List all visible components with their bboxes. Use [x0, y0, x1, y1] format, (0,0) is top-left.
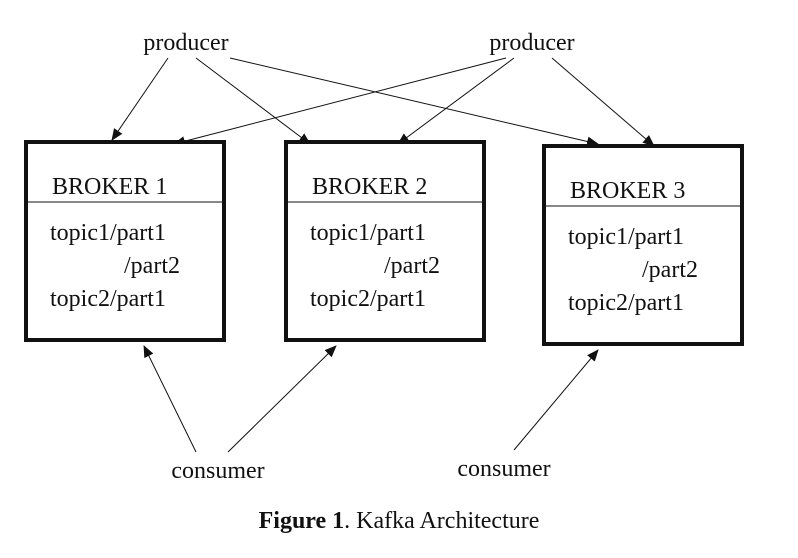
broker-title: BROKER 1	[52, 174, 167, 200]
broker-1-box: BROKER 1 topic1/part1 /part2 topic2/part…	[24, 140, 226, 342]
consumer-label: consumer	[171, 458, 264, 484]
figure-caption: Figure 1. Kafka Architecture	[0, 506, 798, 536]
topic-partition: topic2/part1	[50, 286, 166, 312]
topic-partition: /part2	[642, 257, 698, 283]
topic-partition: topic1/part1	[50, 220, 166, 246]
producer-arrow	[397, 57, 515, 145]
topic-partition: /part2	[384, 253, 440, 279]
broker-3-box: BROKER 3 topic1/part1 /part2 topic2/part…	[542, 144, 744, 346]
consumer-arrow	[513, 349, 599, 451]
consumer-label: consumer	[457, 456, 550, 482]
producer-arrow	[195, 57, 311, 145]
figure-number: Figure 1	[258, 508, 345, 534]
producer-arrow	[111, 57, 169, 141]
producer-arrow	[551, 57, 655, 147]
producer-label: producer	[489, 30, 574, 56]
consumer-arrow	[143, 345, 197, 453]
figure-title: . Kafka Architecture	[344, 508, 540, 534]
broker-title: BROKER 3	[570, 178, 685, 204]
topic-partition: topic2/part1	[310, 286, 426, 312]
broker-2-box: BROKER 2 topic1/part1 /part2 topic2/part…	[284, 140, 486, 342]
producer-arrow	[229, 57, 599, 147]
consumer-arrow	[227, 345, 337, 453]
producer-arrow	[173, 57, 507, 147]
topic-partition: topic1/part1	[568, 224, 684, 250]
broker-title: BROKER 2	[312, 174, 427, 200]
topic-partition: topic2/part1	[568, 290, 684, 316]
producer-label: producer	[143, 30, 228, 56]
topic-partition: /part2	[124, 253, 180, 279]
topic-partition: topic1/part1	[310, 220, 426, 246]
